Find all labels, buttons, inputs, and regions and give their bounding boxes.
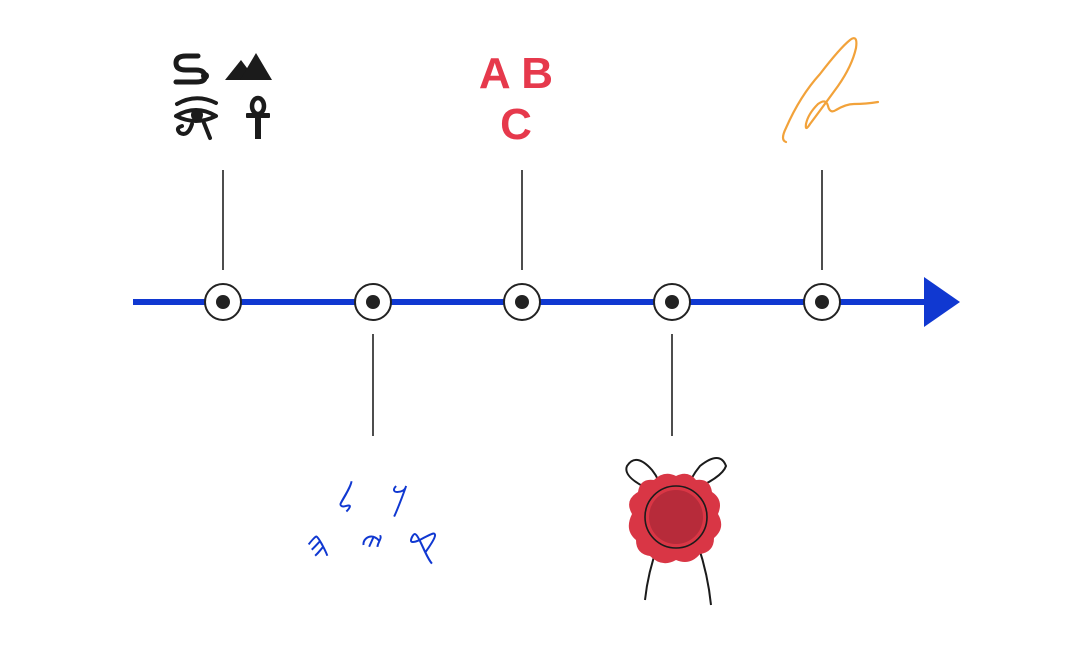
timeline-node-signature: [803, 283, 841, 321]
phoenician-glyph: 𐤒: [408, 525, 438, 566]
signature-icon: [781, 37, 880, 144]
connector-lines: [222, 170, 823, 436]
timeline-nodes: [204, 283, 841, 321]
timeline-node-hieroglyphs: [204, 283, 242, 321]
mountains-hieroglyph-icon: [225, 53, 272, 80]
phoenician-glyph: 𐤊: [391, 478, 409, 519]
node-dot: [366, 295, 380, 309]
event-alphabet: A B C: [479, 49, 553, 149]
timeline-node-wax-seal: [653, 283, 691, 321]
ankh-icon: [246, 95, 270, 139]
phoenician-glyph: 𐤉: [360, 525, 383, 566]
event-signature: [781, 37, 880, 144]
node-dot: [815, 295, 829, 309]
timeline-node-phoenician: [354, 283, 392, 321]
eye-of-horus-icon: [174, 96, 218, 140]
node-dot: [665, 295, 679, 309]
timeline-arrowhead-icon: [924, 277, 960, 327]
alphabet-line-2: C: [500, 100, 532, 149]
event-phoenician: 𐤋 𐤊 𐤄 𐤉 𐤒: [306, 478, 438, 566]
phoenician-glyph: 𐤋: [338, 478, 355, 519]
event-hieroglyphs: [173, 53, 272, 140]
event-wax-seal: [625, 457, 728, 606]
phoenician-glyph: 𐤄: [306, 525, 330, 566]
alphabet-line-1: A B: [479, 49, 553, 98]
timeline-node-alphabet: [503, 283, 541, 321]
node-dot: [515, 295, 529, 309]
horned-viper-hieroglyph-icon: [173, 53, 209, 85]
node-dot: [216, 295, 230, 309]
wax-seal-icon: [625, 457, 728, 606]
